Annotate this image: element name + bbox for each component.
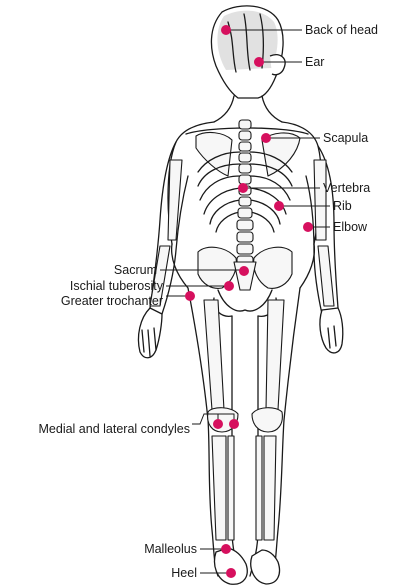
left-leg xyxy=(188,288,247,584)
label-scapula: Scapula xyxy=(323,131,368,145)
marker-ischial-tuberosity xyxy=(224,281,234,291)
head xyxy=(211,6,285,122)
label-ear: Ear xyxy=(305,55,324,69)
right-leg xyxy=(250,288,300,584)
marker-scapula xyxy=(261,133,271,143)
label-heel: Heel xyxy=(171,566,197,580)
marker-greater-trochanter xyxy=(185,291,195,301)
marker-elbow xyxy=(303,222,313,232)
marker-heel xyxy=(226,568,236,578)
marker-lateral-condyle xyxy=(229,419,239,429)
marker-ear xyxy=(254,57,264,67)
marker-medial-condyle xyxy=(213,419,223,429)
left-arm xyxy=(138,142,188,358)
leader-lines xyxy=(160,30,330,573)
label-ischial-tuberosity: Ischial tuberosity xyxy=(70,279,164,293)
marker-sacrum xyxy=(239,266,249,276)
label-vertebra: Vertebra xyxy=(323,181,370,195)
label-greater-trochanter: Greater trochanter xyxy=(61,294,163,308)
marker-back-of-head xyxy=(221,25,231,35)
marker-rib xyxy=(274,201,284,211)
pelvis xyxy=(172,244,315,316)
label-elbow: Elbow xyxy=(333,220,368,234)
label-sacrum: Sacrum xyxy=(114,263,157,277)
label-back-of-head: Back of head xyxy=(305,23,378,37)
marker-malleolus xyxy=(221,544,231,554)
right-arm xyxy=(306,146,343,353)
label-medial-lateral-condyles: Medial and lateral condyles xyxy=(39,422,190,436)
marker-vertebra xyxy=(238,183,248,193)
label-malleolus: Malleolus xyxy=(144,542,197,556)
label-rib: Rib xyxy=(333,199,352,213)
